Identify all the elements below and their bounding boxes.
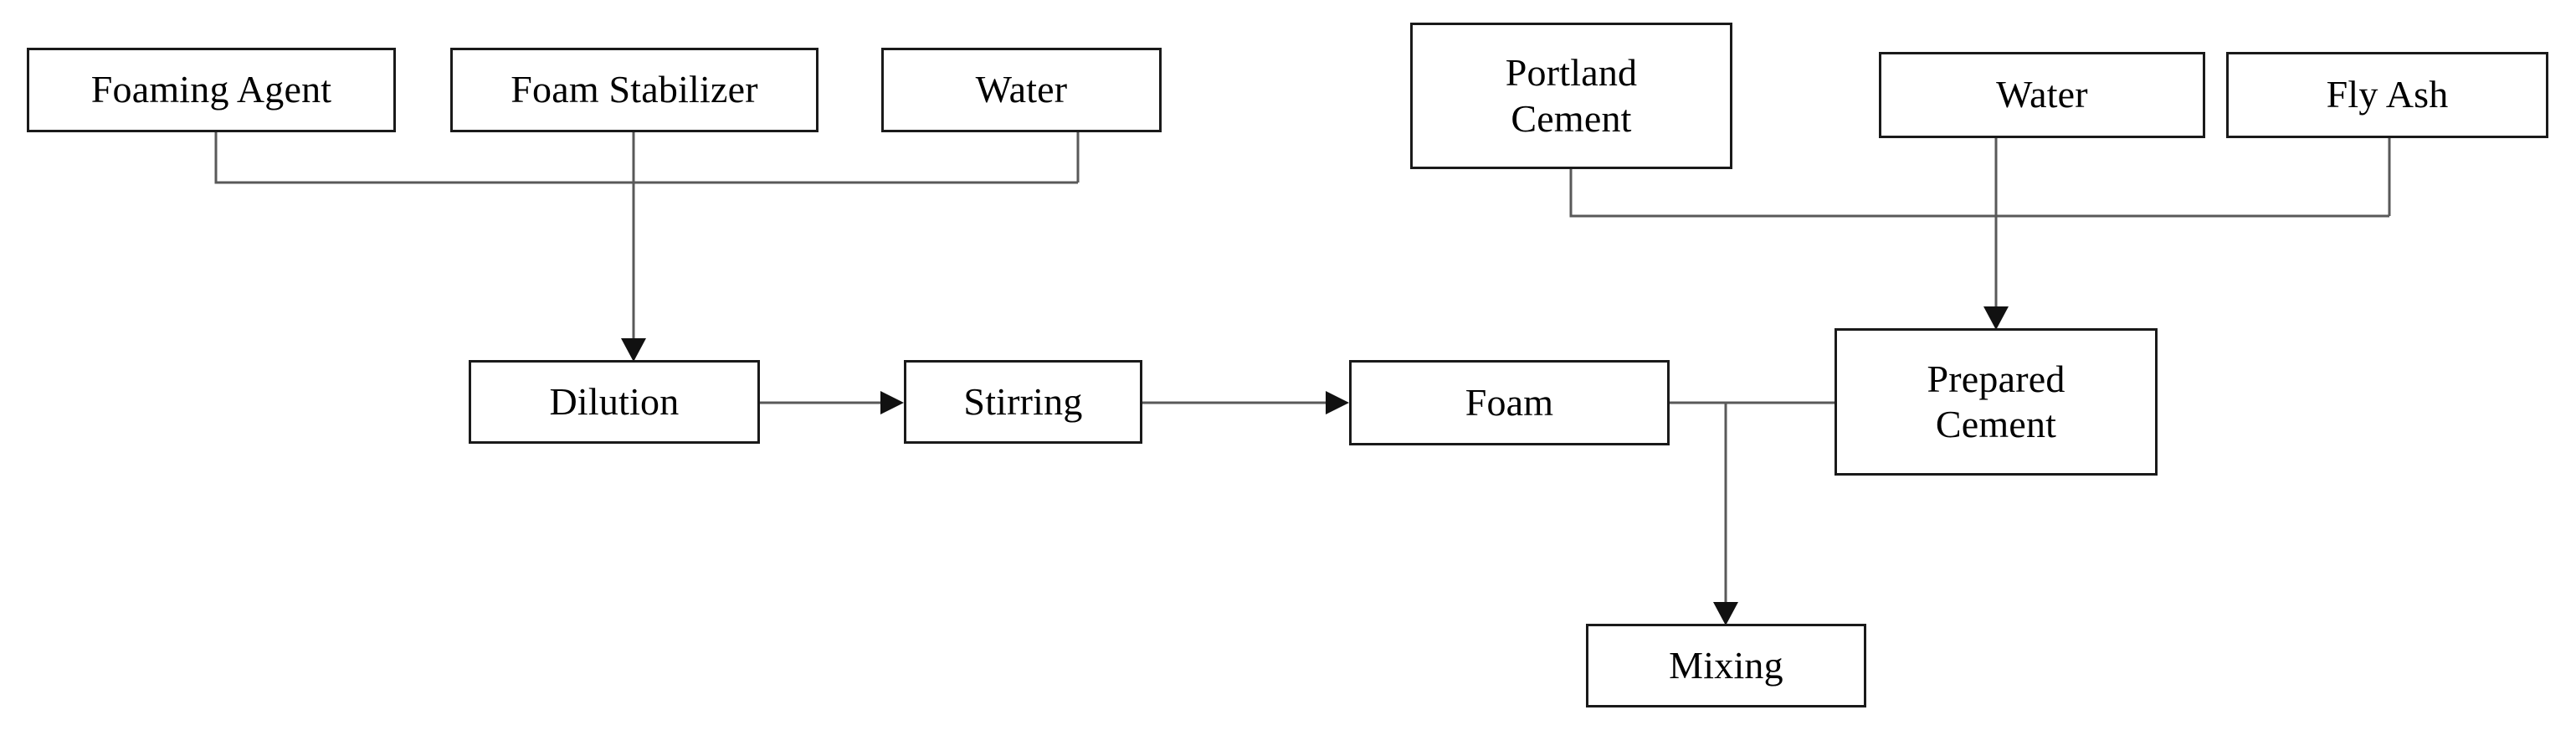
node-label-water-right: Water: [1996, 73, 2088, 116]
edge-foaming-agent-to-bus: [214, 132, 1078, 184]
node-dilution[interactable]: Dilution: [469, 360, 760, 444]
node-label-portland-cement: Portland Cement: [1505, 51, 1638, 140]
node-label-foam-stabilizer: Foam Stabilizer: [511, 68, 758, 111]
edge-portland-cement-to-bus: [1569, 169, 2389, 218]
node-label-dilution: Dilution: [549, 379, 680, 423]
node-label-foam: Foam: [1465, 380, 1554, 424]
node-label-prepared-cement: Prepared Cement: [1927, 357, 2065, 445]
node-foam[interactable]: Foam: [1349, 360, 1670, 445]
node-fly-ash[interactable]: Fly Ash: [2226, 52, 2548, 138]
node-label-water-left: Water: [975, 68, 1068, 111]
arrowhead-dilution-top: [621, 338, 646, 362]
node-label-stirring: Stirring: [963, 379, 1083, 423]
node-label-mixing: Mixing: [1669, 643, 1783, 687]
node-stirring[interactable]: Stirring: [904, 360, 1142, 444]
node-mixing[interactable]: Mixing: [1586, 624, 1866, 707]
arrowhead-prepared-cement-top: [1983, 306, 2009, 330]
node-water-right[interactable]: Water: [1879, 52, 2205, 138]
node-portland-cement[interactable]: Portland Cement: [1410, 23, 1732, 169]
node-foam-stabilizer[interactable]: Foam Stabilizer: [450, 48, 818, 132]
node-label-foaming-agent: Foaming Agent: [90, 68, 332, 111]
node-water-left[interactable]: Water: [881, 48, 1162, 132]
arrowhead-stirring-left: [880, 391, 904, 414]
node-prepared-cement[interactable]: Prepared Cement: [1835, 328, 2158, 476]
arrowhead-foam-left: [1326, 391, 1349, 414]
node-label-fly-ash: Fly Ash: [2326, 73, 2449, 116]
node-foaming-agent[interactable]: Foaming Agent: [27, 48, 396, 132]
arrowhead-mixing-top: [1713, 602, 1738, 625]
